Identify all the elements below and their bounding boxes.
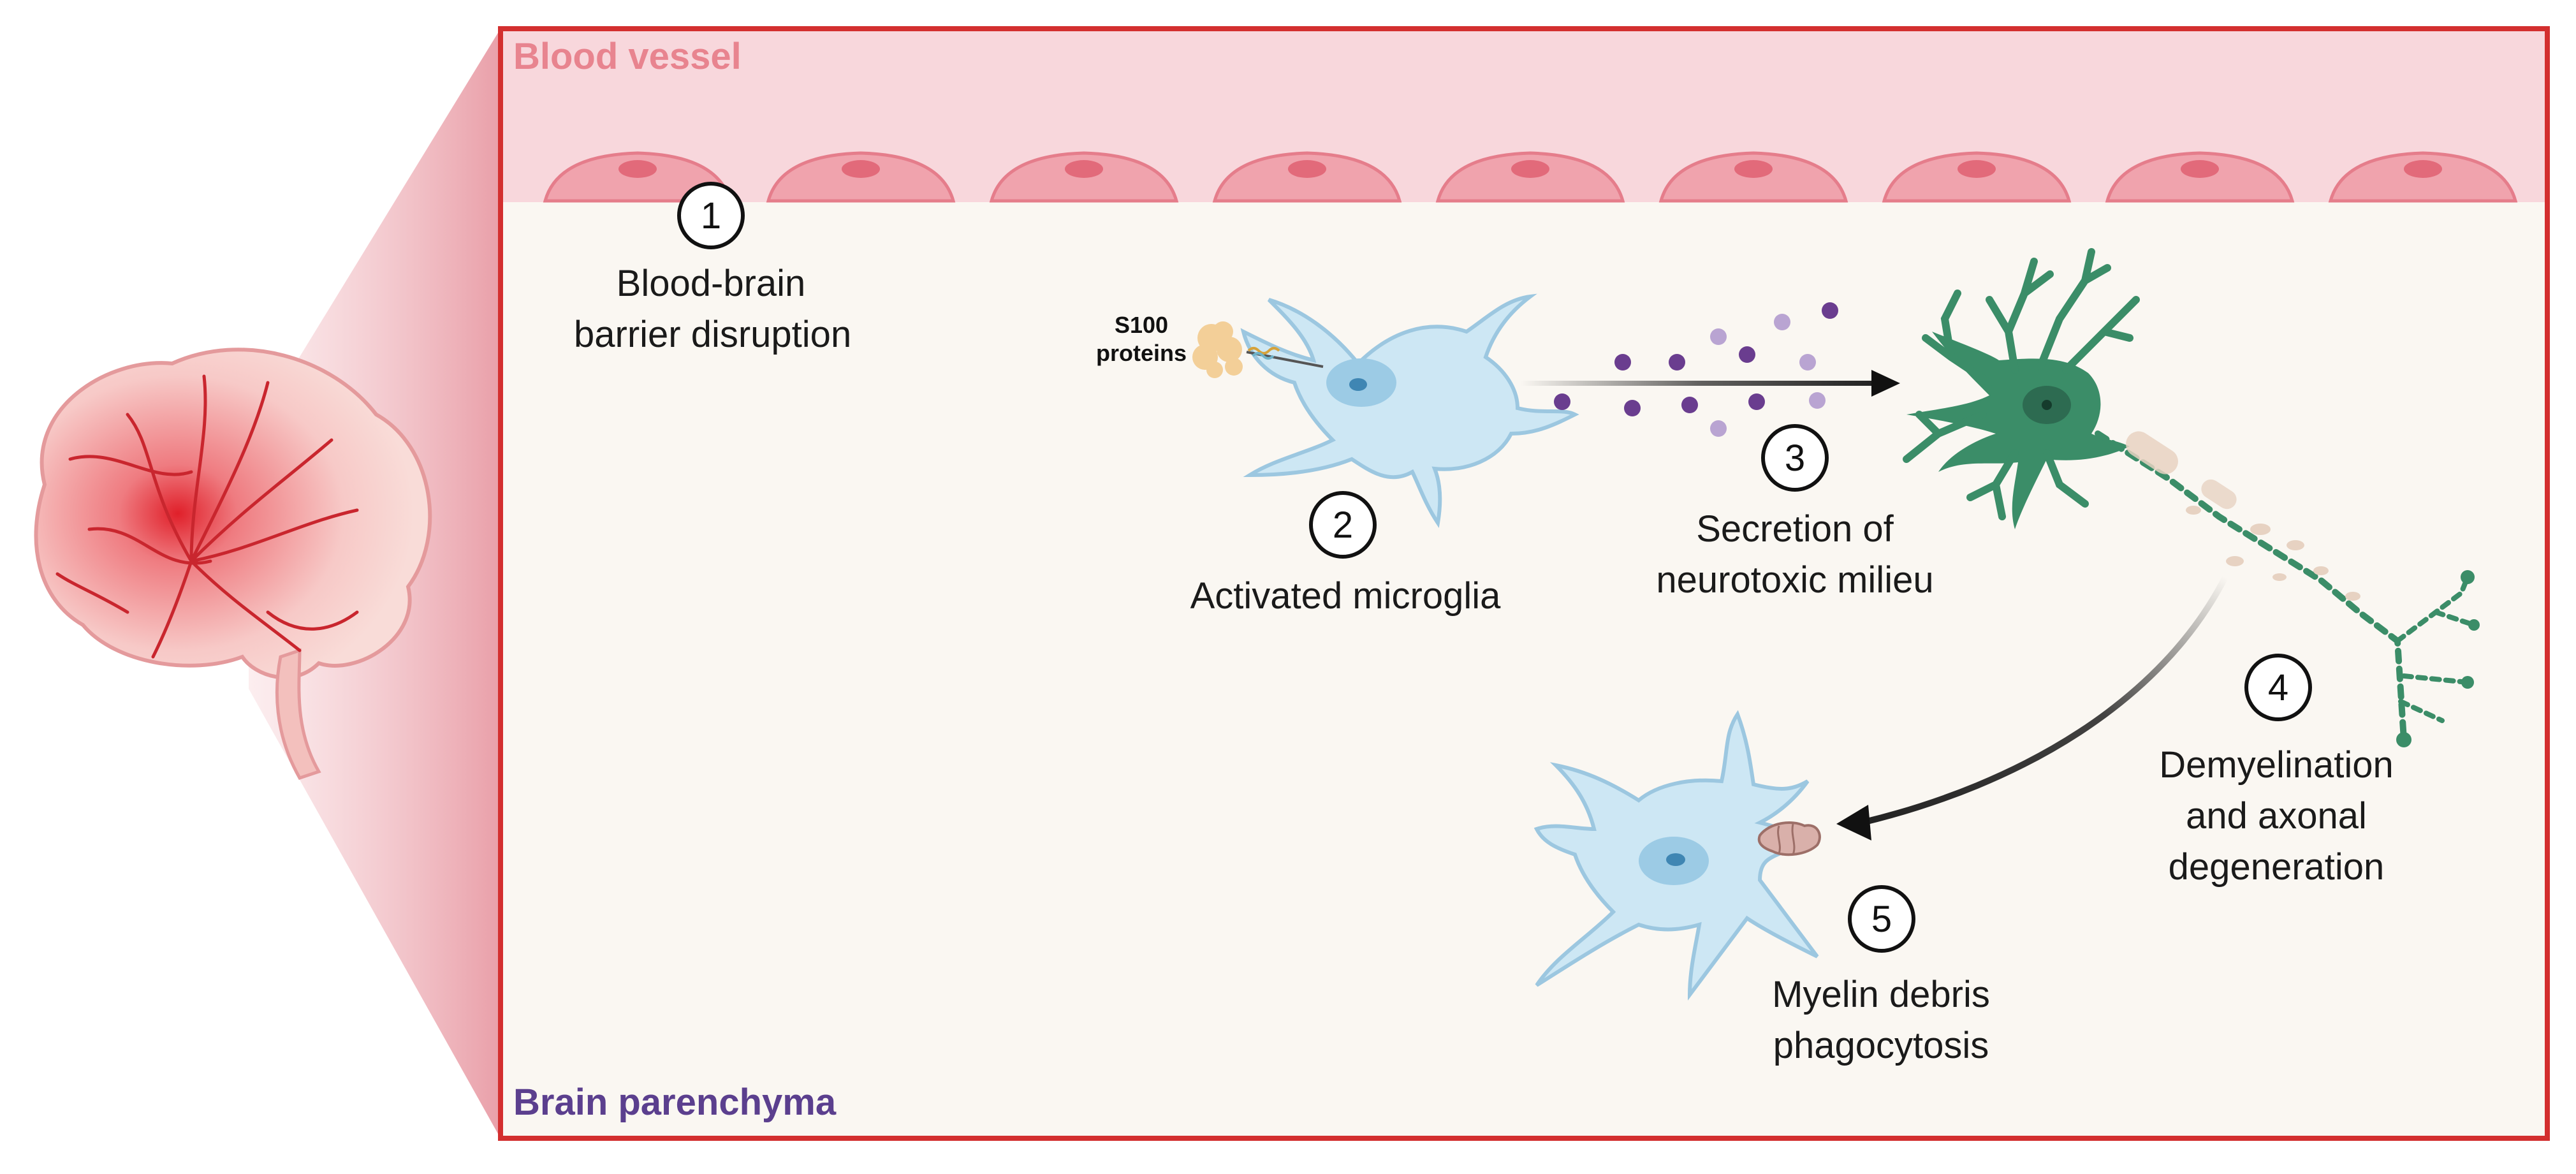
blood-vessel-label: Blood vessel — [513, 36, 742, 77]
step-5-marker: 5 — [1848, 885, 1915, 953]
neuron-cell — [1903, 248, 2480, 747]
panel-frame — [498, 26, 2550, 1141]
endothelial-cell — [1658, 151, 1848, 203]
neurotoxic-milieu-dots — [1554, 302, 1838, 437]
endothelial-cell — [543, 151, 733, 203]
secretion-arrow — [1521, 370, 1900, 397]
endothelial-cell — [2105, 151, 2295, 203]
step-2-label: Activated microglia — [1190, 575, 1501, 617]
myelin-debris — [1757, 821, 1821, 856]
brain-parenchyma-label: Brain parenchyma — [513, 1082, 837, 1123]
endothelial-cell — [1212, 151, 1402, 203]
step-4-label: Demyelination and axonal degeneration — [2159, 744, 2394, 888]
step-4-marker: 4 — [2244, 654, 2312, 721]
s100-proteins-label: S100 proteins — [1095, 312, 1187, 366]
step-5-label: Myelin debris phagocytosis — [1772, 974, 1990, 1066]
step-1-marker: 1 — [677, 182, 745, 249]
s100-protein-cluster — [1192, 321, 1243, 378]
phagocytic-microglia-cell — [1533, 710, 1821, 1001]
step-2-marker: 2 — [1309, 491, 1377, 559]
endothelial-cells — [543, 151, 2518, 203]
step-1-label: Blood-brain barrier disruption — [574, 263, 852, 355]
endothelial-cell — [2328, 151, 2518, 203]
myelin-sheath-segments — [2126, 431, 2360, 601]
endothelial-cell — [766, 151, 956, 203]
endothelial-cell — [989, 151, 1179, 203]
endothelial-cell — [1882, 151, 2072, 203]
brain-parenchyma-area — [501, 29, 2547, 1138]
phagocytosis-arrow — [1836, 575, 2228, 840]
activated-microglia-cell — [1192, 293, 1579, 528]
step-3-label: Secretion of neurotoxic milieu — [1656, 508, 1934, 601]
step-3-marker: 3 — [1761, 424, 1829, 492]
endothelial-cell — [1435, 151, 1625, 203]
brain-illustration — [34, 348, 432, 781]
